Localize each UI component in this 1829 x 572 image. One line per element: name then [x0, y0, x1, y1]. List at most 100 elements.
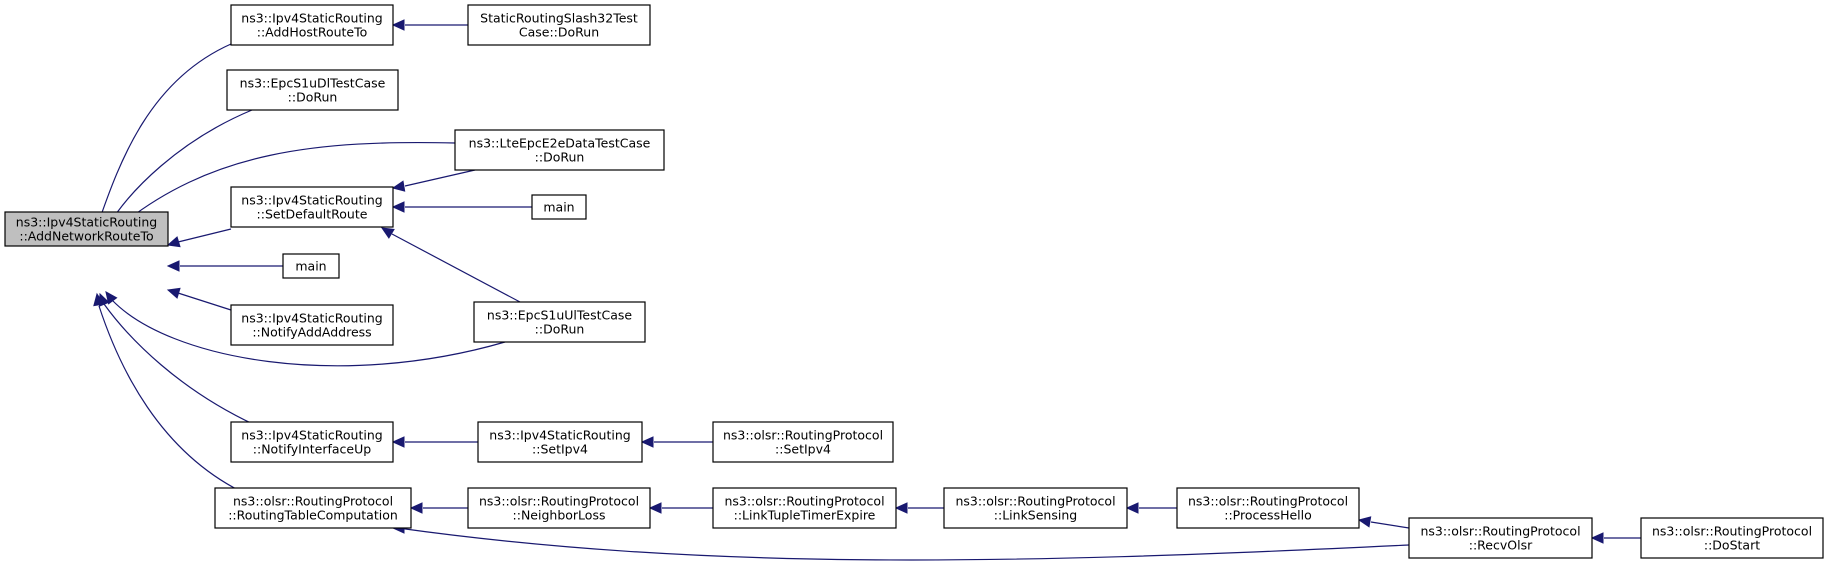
node-label-line: ns3::olsr::RoutingProtocol [233, 494, 393, 509]
node-label-line: ns3::EpcS1uUlTestCase [487, 308, 632, 323]
node-label-line: ::DoStart [1704, 538, 1760, 553]
node-label-line: ::NotifyAddAddress [252, 325, 371, 340]
node-box [477, 421, 643, 463]
edge-line [1370, 521, 1410, 529]
node-box [4, 211, 169, 247]
node-main2[interactable]: main [282, 253, 340, 279]
node-label-line: ns3::olsr::RoutingProtocol [1652, 524, 1812, 539]
edge-epcs1uul-to-setdefault [380, 227, 521, 303]
node-setipv4[interactable]: ns3::Ipv4StaticRouting::SetIpv4 [477, 421, 643, 463]
node-label-line: ::LinkSensing [994, 508, 1077, 523]
edge-line [404, 169, 476, 187]
node-linksensing[interactable]: ns3::olsr::RoutingProtocol::LinkSensing [943, 487, 1128, 529]
edge-line [177, 292, 232, 311]
node-nbloss[interactable]: ns3::olsr::RoutingProtocol::NeighborLoss [467, 487, 651, 529]
edge-line [98, 305, 241, 492]
edge-epcs1uul-to-root [105, 291, 506, 367]
node-olsrsetipv4[interactable]: ns3::olsr::RoutingProtocol::SetIpv4 [712, 421, 894, 463]
edge-linktuple-to-nbloss [648, 502, 713, 514]
node-label-line: ::RoutingTableComputation [228, 508, 398, 523]
arrowhead-icon [391, 180, 406, 192]
edge-main2-to-root [166, 260, 283, 272]
arrowhead-icon [166, 236, 181, 248]
edge-nbloss-to-rtcomp [409, 502, 468, 514]
node-label-line: ns3::Ipv4StaticRouting [241, 193, 382, 208]
arrowhead-icon [1125, 502, 1139, 514]
nodes-layer: ns3::Ipv4StaticRouting::AddNetworkRouteT… [4, 4, 1824, 559]
node-box [467, 487, 651, 529]
edge-main1-to-setdefault [391, 201, 532, 213]
node-label-line: ns3::Ipv4StaticRouting [241, 11, 382, 26]
arrowhead-icon [391, 19, 405, 31]
node-label-line: main [295, 259, 326, 274]
node-label-line: ::NeighborLoss [513, 508, 606, 523]
node-label-line: Case::DoRun [519, 25, 599, 40]
arrowhead-icon [409, 502, 423, 514]
node-box [1408, 517, 1593, 559]
node-label-line: ::RecvOlsr [1469, 538, 1533, 553]
edge-addhost-to-root [92, 43, 232, 237]
node-label-line: ns3::EpcS1uDlTestCase [240, 76, 386, 91]
node-label-line: ::DoRun [288, 90, 338, 105]
node-label-line: ns3::Ipv4StaticRouting [16, 215, 157, 230]
node-lteepc[interactable]: ns3::LteEpcE2eDataTestCase::DoRun [454, 129, 665, 171]
node-label-line: ns3::Ipv4StaticRouting [241, 428, 382, 443]
node-label-line: ns3::olsr::RoutingProtocol [723, 428, 883, 443]
node-label-line: ::LinkTupleTimerExpire [734, 508, 876, 523]
edge-olsrsetipv4-to-setipv4 [640, 436, 713, 448]
edge-line [111, 299, 506, 367]
node-epcs1uul[interactable]: ns3::EpcS1uUlTestCase::DoRun [473, 301, 646, 343]
node-setdefault[interactable]: ns3::Ipv4StaticRouting::SetDefaultRoute [230, 186, 394, 228]
node-addhost[interactable]: ns3::Ipv4StaticRouting::AddHostRouteTo [230, 4, 394, 46]
node-label-line: ns3::Ipv4StaticRouting [241, 311, 382, 326]
node-label-line: StaticRoutingSlash32Test [480, 11, 638, 26]
node-rtcomp[interactable]: ns3::olsr::RoutingProtocol::RoutingTable… [214, 487, 412, 529]
node-label-line: ns3::olsr::RoutingProtocol [1188, 494, 1348, 509]
edge-rtcomp-to-root [93, 292, 241, 492]
node-box [943, 487, 1128, 529]
arrowhead-icon [105, 291, 118, 305]
edge-slash32-to-addhost [391, 19, 468, 31]
edge-lteepc-to-setdefault [391, 169, 476, 192]
node-label-line: ::ProcessHello [1224, 508, 1312, 523]
node-root[interactable]: ns3::Ipv4StaticRouting::AddNetworkRouteT… [4, 211, 169, 247]
node-box [230, 304, 394, 346]
node-box [230, 186, 394, 228]
edge-line [107, 109, 253, 227]
node-linktuple[interactable]: ns3::olsr::RoutingProtocol::LinkTupleTim… [712, 487, 897, 529]
node-label-line: ns3::olsr::RoutingProtocol [724, 494, 884, 509]
node-box [712, 487, 897, 529]
node-label-line: ::NotifyInterfaceUp [253, 442, 371, 457]
node-processhello[interactable]: ns3::olsr::RoutingProtocol::ProcessHello [1176, 487, 1360, 529]
node-box [531, 194, 587, 220]
node-box [1640, 517, 1824, 559]
node-box [712, 421, 894, 463]
node-label-line: ns3::LteEpcE2eDataTestCase [469, 136, 651, 151]
node-box [467, 4, 651, 46]
node-main1[interactable]: main [531, 194, 587, 220]
node-label-line: ::AddNetworkRouteTo [19, 229, 153, 244]
edge-line [114, 141, 456, 231]
node-box [230, 421, 394, 463]
edge-line [391, 233, 521, 303]
node-label-line: ::AddHostRouteTo [257, 25, 368, 40]
edge-processhello-to-linksensing [1125, 502, 1177, 514]
edges-layer [92, 19, 1641, 561]
node-notifyadd[interactable]: ns3::Ipv4StaticRouting::NotifyAddAddress [230, 304, 394, 346]
edge-setipv4-to-notifyup [391, 436, 478, 448]
node-recvolsr[interactable]: ns3::olsr::RoutingProtocol::RecvOlsr [1408, 517, 1593, 559]
node-box [454, 129, 665, 171]
node-epcs1udl[interactable]: ns3::EpcS1uDlTestCase::DoRun [226, 69, 399, 111]
arrowhead-icon [894, 502, 908, 514]
node-label-line: ::SetDefaultRoute [257, 207, 368, 222]
node-dostart[interactable]: ns3::olsr::RoutingProtocol::DoStart [1640, 517, 1824, 559]
node-notifyup[interactable]: ns3::Ipv4StaticRouting::NotifyInterfaceU… [230, 421, 394, 463]
arrowhead-icon [391, 201, 405, 213]
edge-line [103, 303, 256, 426]
node-box [282, 253, 340, 279]
arrowhead-icon [1590, 532, 1604, 544]
node-label-line: ::SetIpv4 [775, 442, 831, 457]
node-box [473, 301, 646, 343]
